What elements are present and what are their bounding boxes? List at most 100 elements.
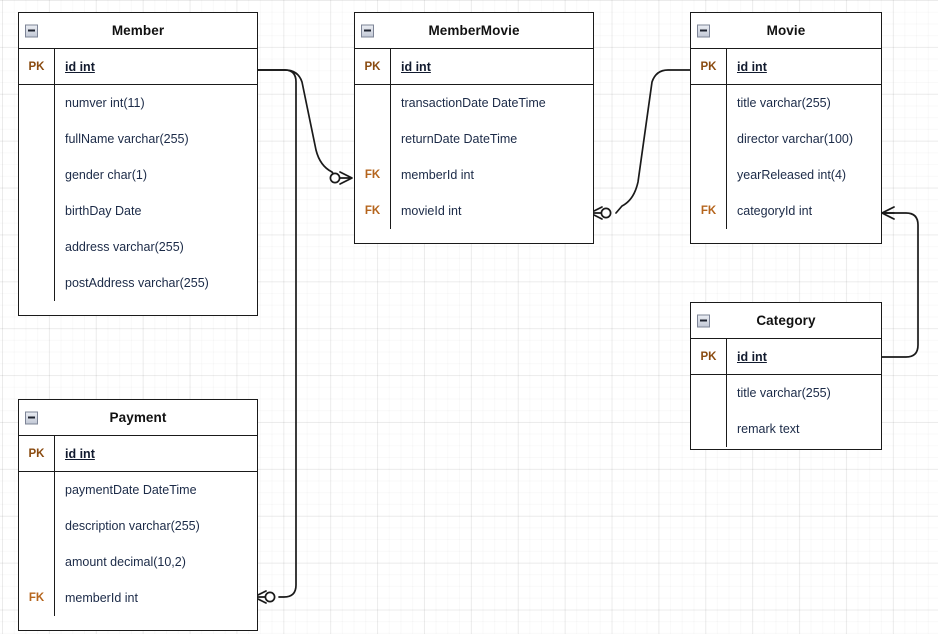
entity-fields-member: PK id int numver int(11) fullName varcha…: [19, 49, 257, 301]
field-row[interactable]: FK categoryId int: [691, 193, 881, 229]
entity-header-movie: Movie: [691, 13, 881, 49]
entity-fields-category: PK id int title varchar(255) remark text: [691, 339, 881, 447]
entity-header-member: Member: [19, 13, 257, 49]
collapse-minus-icon[interactable]: [25, 411, 38, 424]
field-row[interactable]: description varchar(255): [19, 508, 257, 544]
entity-membermovie[interactable]: MemberMovie PK id int transactionDate Da…: [354, 12, 594, 244]
field-key: PK: [28, 60, 45, 73]
field-row[interactable]: birthDay Date: [19, 193, 257, 229]
field-row[interactable]: PK id int: [19, 436, 257, 472]
field-name: id int: [390, 49, 593, 84]
field-key: FK: [364, 205, 381, 217]
field-row[interactable]: title varchar(255): [691, 375, 881, 411]
field-key: [691, 121, 726, 157]
field-name: memberId int: [390, 157, 593, 193]
field-key: PK: [364, 60, 381, 73]
field-key: [19, 157, 54, 193]
collapse-minus-icon[interactable]: [25, 24, 38, 37]
field-name: postAddress varchar(255): [54, 265, 257, 301]
entity-header-membermovie: MemberMovie: [355, 13, 593, 49]
field-key: [19, 121, 54, 157]
field-row[interactable]: PK id int: [691, 339, 881, 375]
field-key: [691, 375, 726, 411]
field-key: FK: [364, 169, 381, 181]
field-key: [19, 229, 54, 265]
entity-fields-payment: PK id int paymentDate DateTime descripti…: [19, 436, 257, 616]
entity-fields-membermovie: PK id int transactionDate DateTime retur…: [355, 49, 593, 229]
field-row[interactable]: title varchar(255): [691, 85, 881, 121]
entity-payment[interactable]: Payment PK id int paymentDate DateTime d…: [18, 399, 258, 631]
entity-header-category: Category: [691, 303, 881, 339]
field-name: title varchar(255): [726, 375, 881, 411]
field-name: id int: [54, 49, 257, 84]
field-row[interactable]: gender char(1): [19, 157, 257, 193]
field-key: [19, 265, 54, 301]
field-row[interactable]: transactionDate DateTime: [355, 85, 593, 121]
field-key: FK: [700, 205, 717, 217]
field-name: movieId int: [390, 193, 593, 229]
field-key: FK: [28, 592, 45, 604]
field-row[interactable]: numver int(11): [19, 85, 257, 121]
field-row[interactable]: PK id int: [355, 49, 593, 85]
field-key: [19, 85, 54, 121]
field-name: title varchar(255): [726, 85, 881, 121]
field-name: gender char(1): [54, 157, 257, 193]
field-name: description varchar(255): [54, 508, 257, 544]
collapse-minus-icon[interactable]: [697, 314, 710, 327]
field-row[interactable]: address varchar(255): [19, 229, 257, 265]
entity-movie[interactable]: Movie PK id int title varchar(255) direc…: [690, 12, 882, 244]
field-name: categoryId int: [726, 193, 881, 229]
field-name: yearReleased int(4): [726, 157, 881, 193]
field-row[interactable]: PK id int: [19, 49, 257, 85]
field-row[interactable]: FK movieId int: [355, 193, 593, 229]
entity-member[interactable]: Member PK id int numver int(11) fullName…: [18, 12, 258, 316]
field-key: [19, 508, 54, 544]
field-row[interactable]: PK id int: [691, 49, 881, 85]
field-key: [355, 121, 390, 157]
field-row[interactable]: director varchar(100): [691, 121, 881, 157]
cardinality-many-movie-categoryid: [881, 206, 895, 220]
field-name: id int: [54, 436, 257, 471]
field-row[interactable]: remark text: [691, 411, 881, 447]
field-key: PK: [28, 447, 45, 460]
field-name: memberId int: [54, 580, 257, 616]
field-key: [691, 157, 726, 193]
entity-title: MemberMovie: [428, 23, 520, 38]
field-row[interactable]: FK memberId int: [355, 157, 593, 193]
entity-category[interactable]: Category PK id int title varchar(255) re…: [690, 302, 882, 450]
field-name: remark text: [726, 411, 881, 447]
field-row[interactable]: postAddress varchar(255): [19, 265, 257, 301]
field-row[interactable]: returnDate DateTime: [355, 121, 593, 157]
field-key: [691, 411, 726, 447]
field-name: director varchar(100): [726, 121, 881, 157]
collapse-minus-icon[interactable]: [697, 24, 710, 37]
collapse-minus-icon[interactable]: [361, 24, 374, 37]
field-name: transactionDate DateTime: [390, 85, 593, 121]
field-key: [19, 193, 54, 229]
entity-fields-movie: PK id int title varchar(255) director va…: [691, 49, 881, 229]
field-row[interactable]: paymentDate DateTime: [19, 472, 257, 508]
entity-title: Category: [756, 313, 816, 328]
field-key: [691, 85, 726, 121]
field-row[interactable]: fullName varchar(255): [19, 121, 257, 157]
field-key: [19, 472, 54, 508]
field-row[interactable]: FK memberId int: [19, 580, 257, 616]
link-movie-category: [881, 212, 919, 358]
link-member-payment: [257, 69, 297, 598]
field-name: fullName varchar(255): [54, 121, 257, 157]
field-row[interactable]: amount decimal(10,2): [19, 544, 257, 580]
field-name: amount decimal(10,2): [54, 544, 257, 580]
field-key: PK: [700, 60, 717, 73]
field-name: numver int(11): [54, 85, 257, 121]
field-key: [355, 85, 390, 121]
entity-title: Payment: [109, 410, 167, 425]
field-name: id int: [726, 49, 881, 84]
cardinality-zero-or-many-membermovie-memberid: [329, 171, 353, 185]
field-row[interactable]: yearReleased int(4): [691, 157, 881, 193]
field-name: birthDay Date: [54, 193, 257, 229]
entity-title: Movie: [766, 23, 806, 38]
entity-title: Member: [111, 23, 165, 38]
field-key: PK: [700, 350, 717, 363]
field-key: [19, 544, 54, 580]
